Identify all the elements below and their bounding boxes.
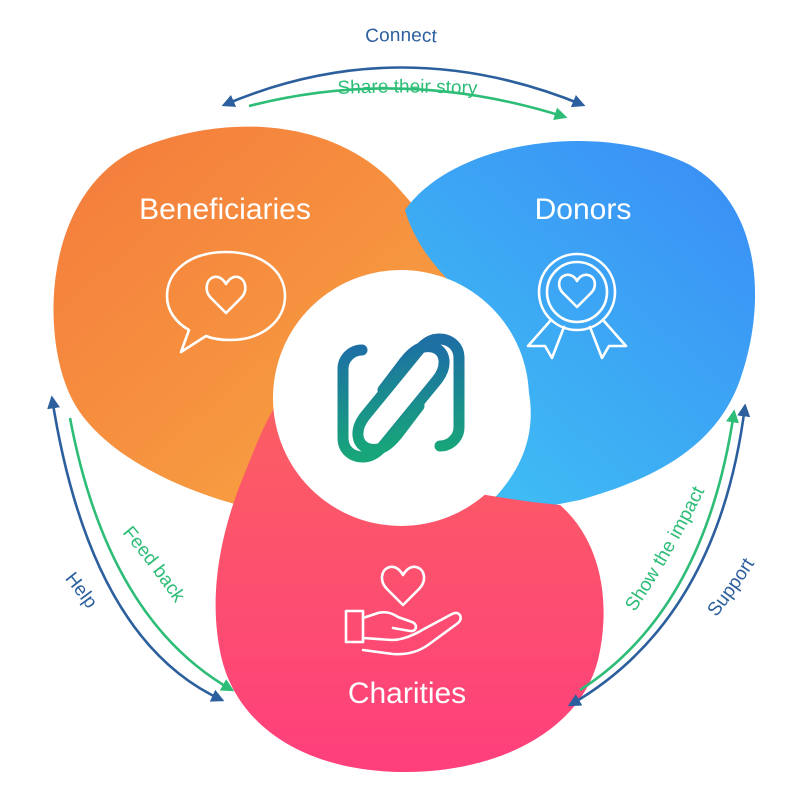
support-arrow: [567, 403, 751, 707]
help-arrow: [47, 395, 225, 702]
charities-label: Charities: [348, 677, 466, 710]
hand-holding-heart-icon: [344, 565, 462, 656]
award-ribbon-heart-icon: [526, 252, 628, 360]
show-the-impact-arrow: [579, 409, 739, 692]
charities-shape: [215, 400, 604, 772]
speech-bubble-heart-icon: [165, 250, 287, 354]
donors-label: Donors: [535, 193, 632, 226]
connect-arrow: [221, 66, 586, 108]
connect-label: Connect: [365, 25, 439, 47]
share-their-story-label: Share their story: [337, 76, 478, 99]
share-their-story-arrow: [248, 87, 568, 121]
help-label: Help: [61, 569, 102, 613]
interlocking-hearts-logo-icon: [337, 333, 465, 463]
support-label: Support: [704, 554, 760, 621]
beneficiaries-label: Beneficiaries: [139, 193, 311, 226]
feed-back-arrow: [68, 417, 235, 692]
charities-petal[interactable]: Charities: [215, 400, 604, 772]
center-circle: [273, 270, 529, 526]
center-hub: [273, 270, 529, 526]
feed-back-label: Feed back: [118, 523, 189, 607]
